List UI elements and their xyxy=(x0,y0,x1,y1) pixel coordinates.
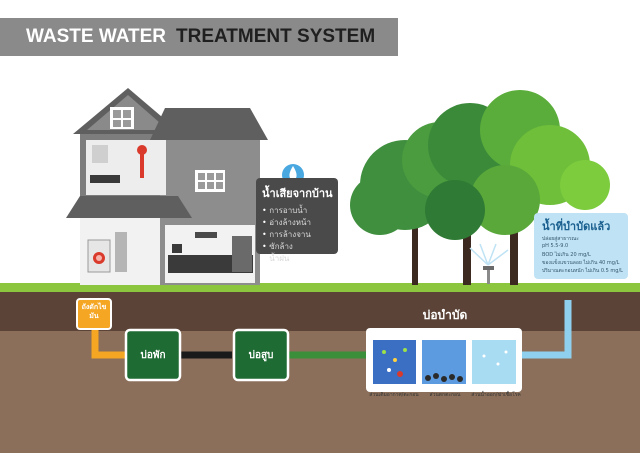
house-item: การอาบน้ำ xyxy=(262,205,333,217)
treated-line: pH 5.5-9.0 xyxy=(542,243,569,249)
treated-line: ปริมาณตะกอนหนัก ไม่เกิน 0.5 mg/L xyxy=(542,268,623,274)
house-callout: น้ำเสียจากบ้าน การอาบน้ำ อ่างล้างหน้า กา… xyxy=(262,184,333,265)
title-part-2: TREATMENT SYSTEM xyxy=(176,26,376,47)
title-part-1: WASTE WATER xyxy=(26,26,167,47)
house xyxy=(66,88,268,285)
treated-line: BOD ไม่เกิน 20 mg/L xyxy=(542,252,591,258)
treated-line: ของแข็งแขวนลอย ไม่เกิน 40 mg/L xyxy=(542,260,620,266)
chamber-aeration xyxy=(373,340,416,384)
house-item: น้ำฝน xyxy=(262,253,333,265)
rest-tank-label: บ่อพัก xyxy=(140,350,166,361)
grease-trap-label: ถังดักไขมัน xyxy=(81,303,107,320)
orange-pipe xyxy=(91,325,125,359)
house-item: อ่างล้างหน้า xyxy=(262,217,333,229)
aeration-bubbles xyxy=(382,348,407,377)
sprinkler xyxy=(469,243,509,284)
pipes xyxy=(91,300,572,359)
treated-line: ปล่อยสู่สาธารณะ xyxy=(542,236,579,242)
house-item: การล้างจาน xyxy=(262,229,333,241)
grass-strip xyxy=(0,283,640,292)
title-banner: WASTE WATER TREATMENT SYSTEM xyxy=(0,18,398,56)
chamber-caption: ส่วนตกตะกอน xyxy=(429,392,461,398)
treated-water-callout: น้ำที่บำบัดแล้ว ปล่อยสู่สาธารณะ pH 5.5-9… xyxy=(534,213,628,279)
chamber-caption: ส่วนน้ำออก/ฆ่าเชื้อโรค xyxy=(471,392,521,398)
chamber-caption: ส่วนเติมอากาศ/ตะกอน xyxy=(369,392,419,398)
house-item: ซักล้าง xyxy=(262,241,333,253)
treated-water-heading: น้ำที่บำบัดแล้ว xyxy=(542,220,611,233)
chamber-output xyxy=(472,340,516,384)
treatment-title: บ่อบำบัด xyxy=(422,308,468,322)
sediment xyxy=(425,373,463,382)
house-callout-heading: น้ำเสียจากบ้าน xyxy=(262,187,333,200)
tree-group xyxy=(350,90,610,285)
blue-pipe xyxy=(520,300,572,359)
clean-water-bubbles xyxy=(482,350,508,366)
rest-tank xyxy=(124,328,182,382)
pump-tank xyxy=(232,328,290,382)
grease-trap-box xyxy=(76,298,112,330)
pump-tank-label: บ่อสูบ xyxy=(248,350,274,361)
